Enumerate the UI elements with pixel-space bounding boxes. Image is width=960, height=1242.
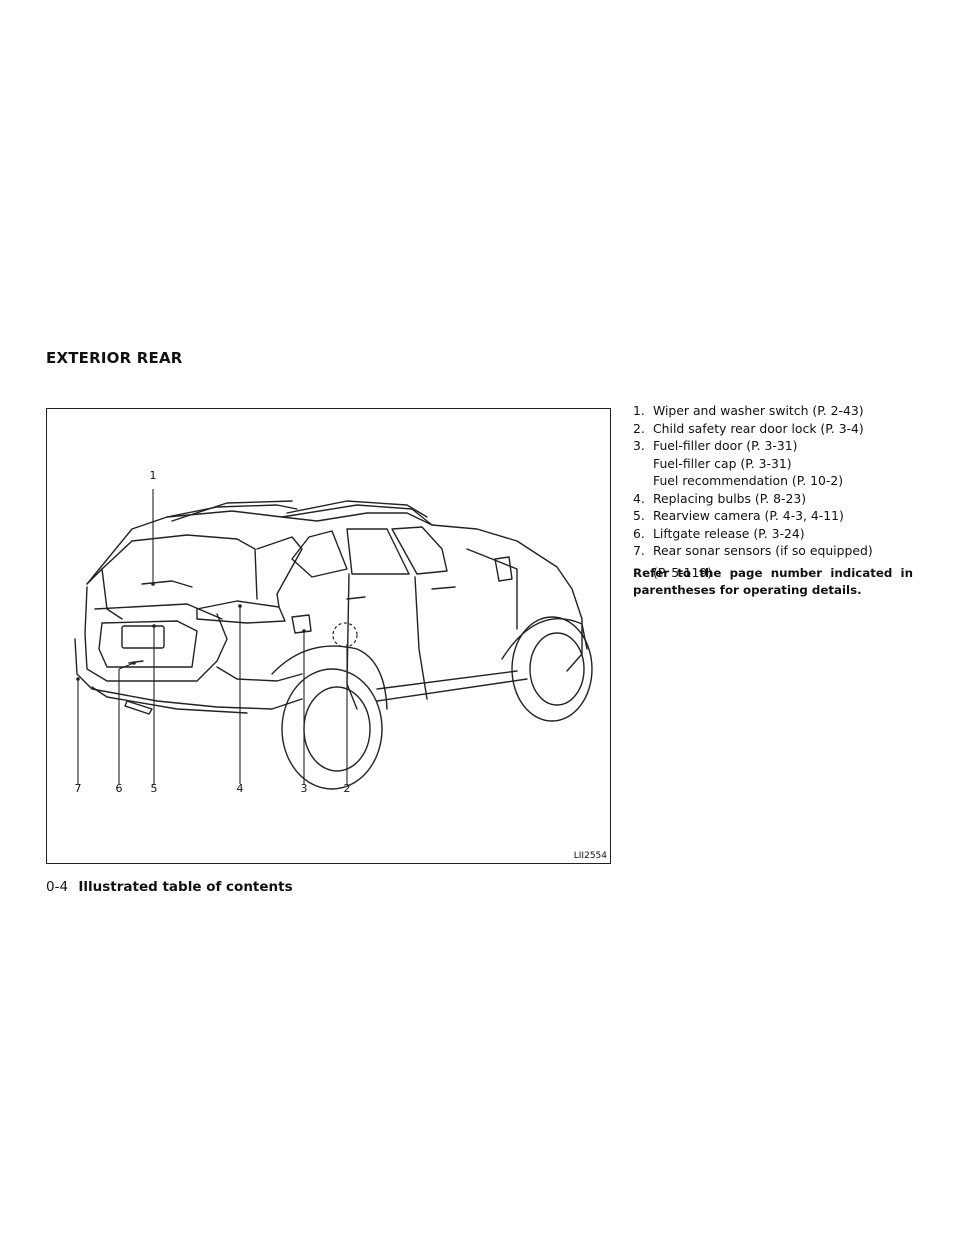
page-footer: 0-4 Illustrated table of contents bbox=[46, 879, 293, 895]
legend-number: 6. bbox=[633, 525, 645, 541]
legend-text: Rearview camera (P. 4-3, 4-11) bbox=[653, 508, 844, 523]
legend-text: Fuel-filler cap (P. 3-31) bbox=[653, 455, 792, 471]
legend-item: 5. Rearview camera (P. 4-3, 4-11) bbox=[633, 507, 913, 525]
callout-1: 1 bbox=[149, 469, 157, 482]
figure-code: LII2554 bbox=[573, 851, 607, 861]
legend-number: 1. bbox=[633, 403, 645, 418]
legend-item: 3. Fuel-filler door (P. 3-31) Fuel-fille… bbox=[633, 437, 913, 490]
legend-number: 4. bbox=[633, 490, 645, 506]
callout-3: 3 bbox=[300, 782, 308, 795]
callout-2: 2 bbox=[343, 782, 351, 795]
legend-text: Child safety rear door lock (P. 3-4) bbox=[653, 420, 864, 436]
legend-text: (P. 5-119) bbox=[653, 564, 713, 580]
reference-note: Refer to the page number indicated in pa… bbox=[633, 566, 913, 597]
footer-title: Illustrated table of contents bbox=[78, 879, 293, 895]
vehicle-line-drawing bbox=[74, 489, 593, 790]
section-title: EXTERIOR REAR bbox=[46, 349, 183, 367]
callout-7: 7 bbox=[74, 782, 82, 795]
legend-item: 4. Replacing bulbs (P. 8-23) bbox=[633, 490, 913, 508]
callout-5: 5 bbox=[150, 782, 158, 795]
page-number: 0-4 bbox=[46, 879, 69, 895]
legend-text: Liftgate release (P. 3-24) bbox=[653, 525, 805, 541]
legend-text: Replacing bulbs (P. 8-23) bbox=[653, 490, 807, 506]
legend-text: Wiper and washer switch (P. 2-43) bbox=[653, 403, 864, 418]
callout-4: 4 bbox=[236, 782, 244, 795]
vehicle-rear-illustration: 1 2 3 4 5 6 7 LII2554 bbox=[46, 408, 611, 864]
legend-number: 2. bbox=[633, 420, 645, 436]
legend-number: 3. bbox=[633, 438, 645, 453]
callout-6: 6 bbox=[115, 782, 123, 795]
legend-item: 1. Wiper and washer switch (P. 2-43) bbox=[633, 402, 913, 420]
legend-item: 7. Rear sonar sensors (if so equipped) (… bbox=[633, 542, 913, 581]
legend-number: 7. bbox=[633, 543, 645, 558]
legend-text: Fuel recommendation (P. 10-2) bbox=[653, 473, 844, 488]
legend-text: Rear sonar sensors (if so equipped) bbox=[653, 543, 873, 558]
legend-number: 5. bbox=[633, 508, 645, 523]
legend-item: 2. Child safety rear door lock (P. 3-4) bbox=[633, 420, 913, 438]
legend-item: 6. Liftgate release (P. 3-24) bbox=[633, 525, 913, 543]
parts-legend: 1. Wiper and washer switch (P. 2-43) 2. … bbox=[633, 402, 913, 581]
legend-text: Fuel-filler door (P. 3-31) bbox=[653, 438, 798, 453]
